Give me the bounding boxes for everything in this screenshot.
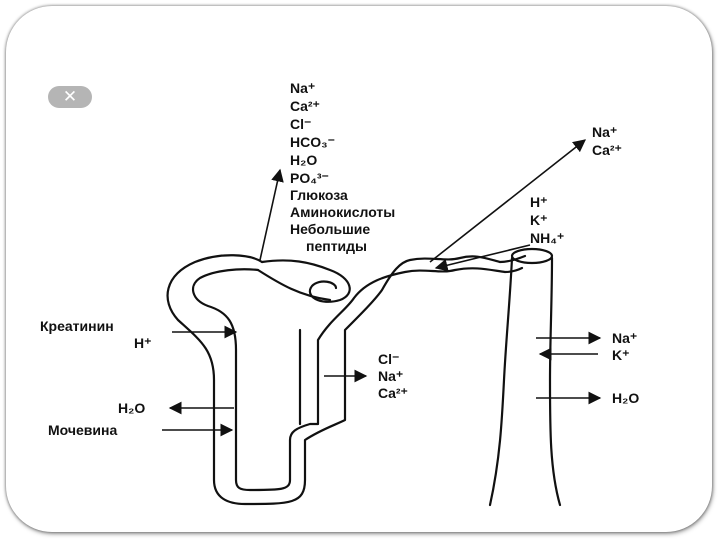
distal-out-label: Ca²⁺ <box>592 142 622 158</box>
nephron-curl-inner <box>256 268 332 302</box>
close-icon[interactable]: ✕ <box>48 86 92 108</box>
distal-out-arrow <box>429 139 587 263</box>
reabsorbed-label: PO₄³⁻ <box>290 170 329 186</box>
reabsorption-arrow <box>259 168 284 261</box>
reabsorbed-label: Na⁺ <box>290 80 315 96</box>
reabsorbed-label: Cl⁻ <box>290 116 311 132</box>
collecting-duct-right-wall <box>548 256 562 507</box>
nephron-outer-wall <box>166 254 527 506</box>
reabsorbed-label: HCO₃⁻ <box>290 134 335 150</box>
nephron-inner-wall <box>191 266 524 492</box>
reabsorbed-label: H₂O <box>290 152 317 168</box>
h2o-left-label: H₂O <box>118 400 145 416</box>
reabsorbed-label: Глюкоза <box>290 187 348 203</box>
distal-secreted-label: H⁺ <box>530 194 548 210</box>
collecting-duct-left-wall <box>488 256 514 507</box>
h-plus-label: H⁺ <box>134 335 152 351</box>
loop-out-label: Ca²⁺ <box>378 385 408 401</box>
urea-label: Мочевина <box>48 422 117 438</box>
duct-k-label: K⁺ <box>612 347 630 363</box>
distal-secreted-label: NH₄⁺ <box>530 230 564 246</box>
collecting-duct-top <box>510 247 554 265</box>
distal-out-label: Na⁺ <box>592 124 617 140</box>
creatinine-label: Креатинин <box>40 318 114 334</box>
reabsorbed-label: Ca²⁺ <box>290 98 320 114</box>
loop-out-label: Cl⁻ <box>378 351 399 367</box>
duct-na-label: Na⁺ <box>612 330 637 346</box>
loop-out-label: Na⁺ <box>378 368 403 384</box>
distal-secretion-arrow <box>434 244 531 272</box>
duct-h2o-label: H₂O <box>612 390 639 406</box>
distal-secreted-label: K⁺ <box>530 212 548 228</box>
reabsorbed-label: Аминокислоты <box>290 204 395 220</box>
reabsorbed-label: Небольшие <box>290 221 370 237</box>
slide-frame <box>6 6 712 532</box>
reabsorbed-label: пептиды <box>306 238 367 254</box>
nephron-curl <box>260 259 351 303</box>
